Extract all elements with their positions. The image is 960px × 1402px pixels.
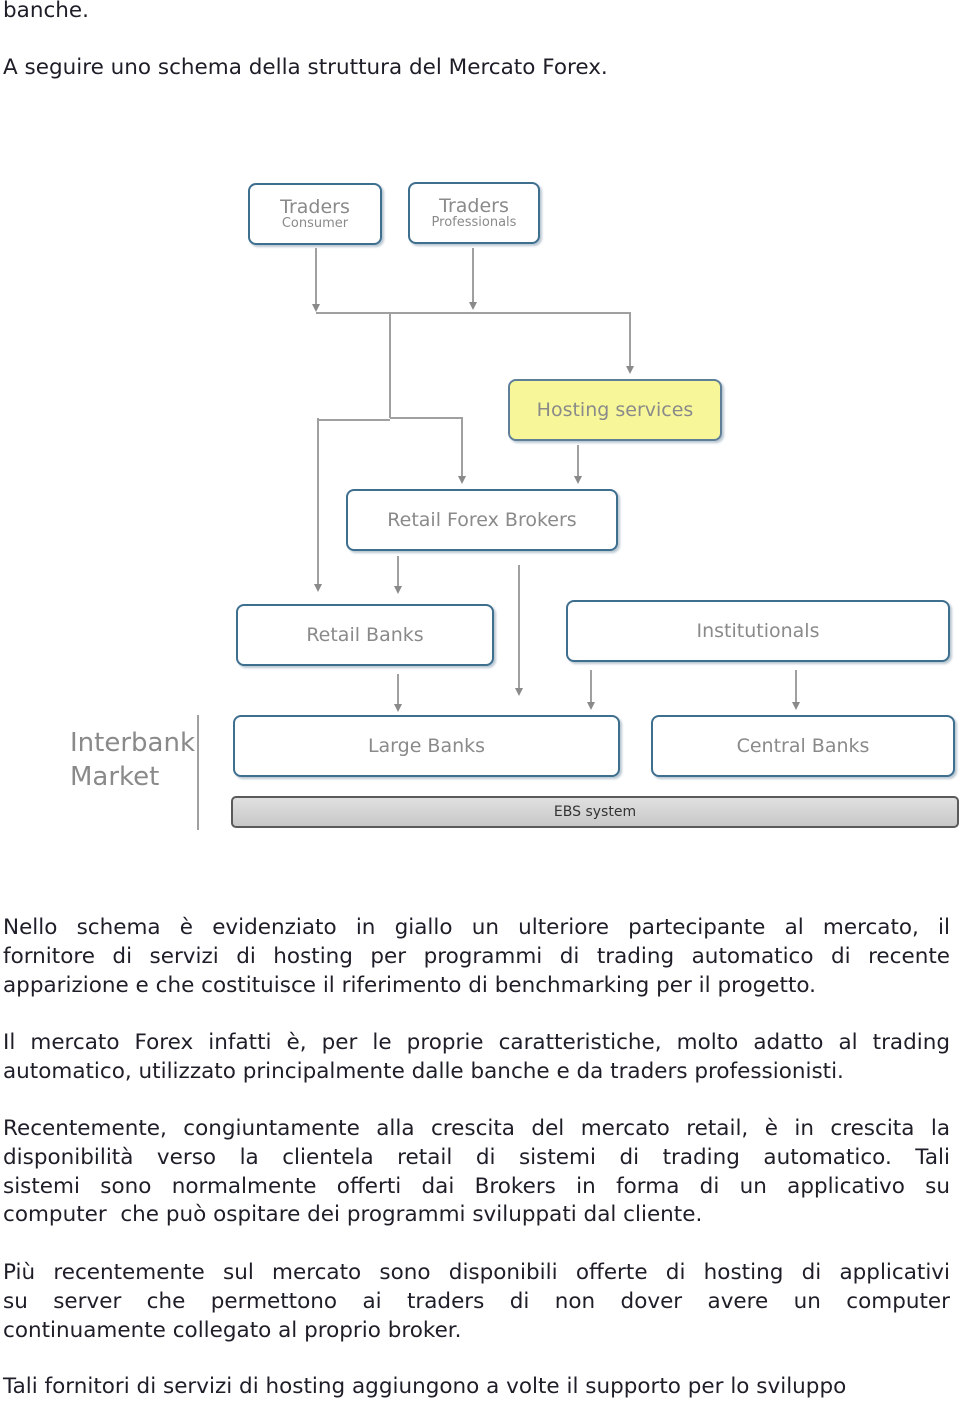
central-banks-box: Central Banks — [651, 715, 955, 777]
large-banks-box: Large Banks — [233, 715, 620, 777]
paragraph-1: Nello schema è evidenziato in giallo un … — [3, 914, 950, 1000]
paragraph-5-row-1: Tali fornitori di servizi di hosting agg… — [3, 1374, 847, 1399]
hosting-services-box: Hosting services — [508, 379, 722, 441]
central-banks-label: Central Banks — [736, 735, 870, 757]
paragraph-4-row-1: Più recentemente sul mercato sono dispon… — [3, 1260, 950, 1285]
traders-professionals-box: Traders Professionals — [408, 182, 540, 244]
paragraph-3-row-4: computer che può ospitare dei programmi … — [3, 1202, 703, 1228]
institutionals-label: Institutionals — [696, 620, 820, 642]
paragraph-2-row-2: automatico, utilizzato principalmente da… — [3, 1058, 844, 1084]
institutionals-box: Institutionals — [566, 600, 950, 662]
forex-market-structure-diagram: Traders Consumer Traders Professionals H… — [0, 160, 960, 840]
paragraph-3: Recentemente, congiuntamente alla cresci… — [3, 1115, 950, 1230]
intro-line-1: banche. — [3, 0, 89, 23]
paragraph-3-row-3: sistemi sono normalmente offerti dai Bro… — [3, 1173, 950, 1199]
connector-lines — [197, 248, 800, 830]
interbank-market-line-1: Interbank — [70, 728, 195, 758]
paragraph-4-row-2: su server che permettono ai traders di n… — [3, 1288, 950, 1314]
paragraph-4: Più recentemente sul mercato sono dispon… — [3, 1259, 950, 1345]
retail-forex-brokers-label: Retail Forex Brokers — [387, 509, 577, 531]
paragraph-1-row-3: apparizione e che costituisce il riferim… — [3, 972, 816, 998]
ebs-system-bar: EBS system — [231, 796, 959, 828]
paragraph-1-row-1: Nello schema è evidenziato in giallo un … — [3, 915, 950, 940]
retail-banks-box: Retail Banks — [236, 604, 494, 666]
paragraph-3-row-2: disponibilità verso la clientela retail … — [3, 1144, 950, 1170]
paragraph-2: Il mercato Forex infatti è, per le propr… — [3, 1029, 950, 1087]
traders-professionals-title: Traders — [439, 195, 509, 217]
traders-consumer-title: Traders — [280, 196, 350, 218]
paragraph-2-row-1: Il mercato Forex infatti è, per le propr… — [3, 1030, 950, 1055]
traders-consumer-box: Traders Consumer — [248, 183, 382, 245]
paragraph-1-row-2: fornitore di servizi di hosting per prog… — [3, 943, 950, 969]
interbank-market-line-2: Market — [70, 762, 160, 792]
intro-line-2: A seguire uno schema della struttura del… — [3, 55, 608, 80]
large-banks-label: Large Banks — [367, 735, 486, 757]
interbank-market-label: Interbank Market — [70, 726, 195, 794]
retail-forex-brokers-box: Retail Forex Brokers — [346, 489, 618, 551]
paragraph-4-row-3: continuamente collegato al proprio broke… — [3, 1317, 462, 1343]
paragraph-3-row-1: Recentemente, congiuntamente alla cresci… — [3, 1116, 950, 1141]
hosting-services-label: Hosting services — [536, 399, 694, 421]
retail-banks-label: Retail Banks — [306, 624, 424, 646]
traders-consumer-subtitle: Consumer — [281, 216, 349, 231]
paragraph-5: Tali fornitori di servizi di hosting agg… — [3, 1373, 950, 1402]
traders-professionals-subtitle: Professionals — [431, 215, 517, 230]
